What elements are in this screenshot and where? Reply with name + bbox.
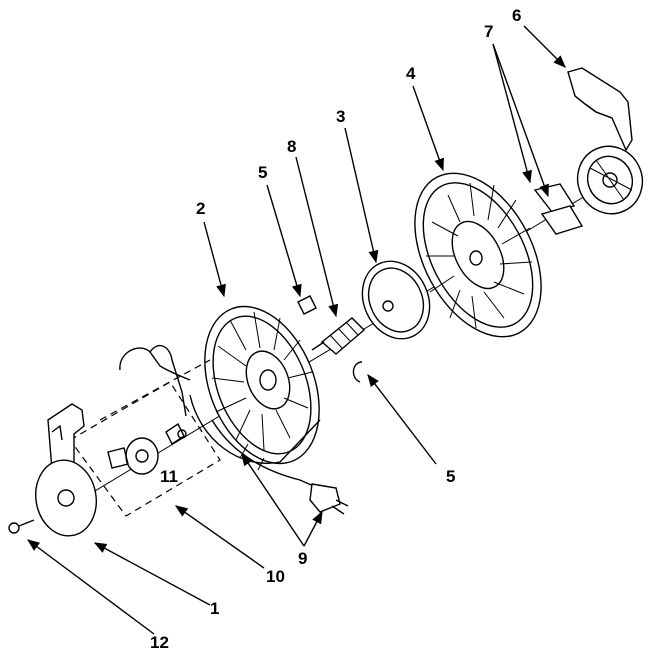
- callout-9: 9: [298, 549, 307, 568]
- callout-2: 2: [196, 199, 205, 218]
- part-6-bracket-wheel: [567, 67, 644, 215]
- part-10-subassembly: [69, 344, 221, 517]
- callout-8: 8: [287, 137, 296, 156]
- part-8-armature: [311, 317, 366, 355]
- part-4-rear-reel-disc: [414, 172, 542, 338]
- callout-4: 4: [406, 64, 416, 83]
- part-5-retaining-clip-lower: [352, 361, 363, 383]
- part-11-brush-parts: [107, 422, 187, 469]
- callout-12: 12: [150, 633, 169, 652]
- callout-5-lower: 5: [446, 467, 455, 486]
- callout-10: 10: [266, 567, 285, 586]
- part-12-screw: [8, 519, 35, 534]
- part-3-hub-disc: [361, 260, 431, 340]
- callout-3: 3: [336, 107, 345, 126]
- callout-11: 11: [160, 467, 178, 486]
- callout-6: 6: [512, 6, 521, 25]
- part-1-front-bracket: [35, 403, 97, 537]
- part-7-spring-clips: [533, 183, 584, 235]
- callout-5-upper: 5: [258, 163, 267, 182]
- callout-7: 7: [484, 22, 493, 41]
- part-5-retaining-clip-upper: [297, 295, 317, 315]
- callout-1: 1: [210, 599, 219, 618]
- part-2-front-reel: [189, 305, 321, 465]
- leader-lines: [26, 25, 566, 635]
